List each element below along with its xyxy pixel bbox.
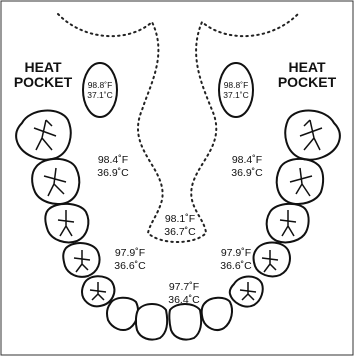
reading-upper-right-c: 36.9˚C [231,167,263,179]
reading-center-f: 98.1˚F [165,213,195,225]
reading-center-c: 36.7˚C [164,226,196,238]
tooth-left-incisor-2 [107,298,138,330]
tooth-right-molar-2 [277,159,323,204]
reading-lower-left-c: 36.6˚C [114,260,146,272]
tooth-left-molar-1 [16,111,71,160]
tooth-right-premolar-1 [267,204,309,243]
palate-outline [58,14,298,242]
heat-pocket-left-line1: HEAT [24,59,62,75]
tooth-right-canine [230,277,263,307]
heat-pocket-right-f: 98.8˚F [224,80,249,90]
heat-pocket-left-f: 98.8˚F [88,80,113,90]
tooth-right-incisor-2 [202,298,232,330]
tooth-left-canine [82,276,114,306]
reading-front-f: 97.7˚F [169,281,199,293]
tooth-left-incisor-1 [136,304,167,340]
tooth-right-molar-1 [285,111,340,160]
reading-lower-right-f: 97.9˚F [221,247,251,259]
heat-pocket-left: HEAT POCKET 98.8˚F 37.1˚C [14,59,117,117]
tooth-right-premolar-2 [254,243,290,277]
heat-pocket-right: HEAT POCKET 98.8˚F 37.1˚C [219,59,337,117]
heat-pocket-left-c: 37.1˚C [87,90,113,100]
reading-lower-right-c: 36.6˚C [220,260,252,272]
heat-pocket-right-line1: HEAT [288,59,326,75]
reading-upper-right-f: 98.4˚F [232,154,262,166]
reading-upper-left-c: 36.9˚C [97,167,129,179]
tooth-right-incisor-1 [169,304,201,340]
tooth-left-molar-2 [32,159,79,204]
reading-upper-left-f: 98.4˚F [98,154,128,166]
tooth-left-premolar-2 [63,243,99,277]
tooth-left-premolar-1 [45,204,88,243]
reading-lower-left-f: 97.9˚F [115,247,145,259]
heat-pocket-right-c: 37.1˚C [223,90,249,100]
heat-pocket-left-line2: POCKET [14,74,73,90]
heat-pocket-right-line2: POCKET [278,74,337,90]
